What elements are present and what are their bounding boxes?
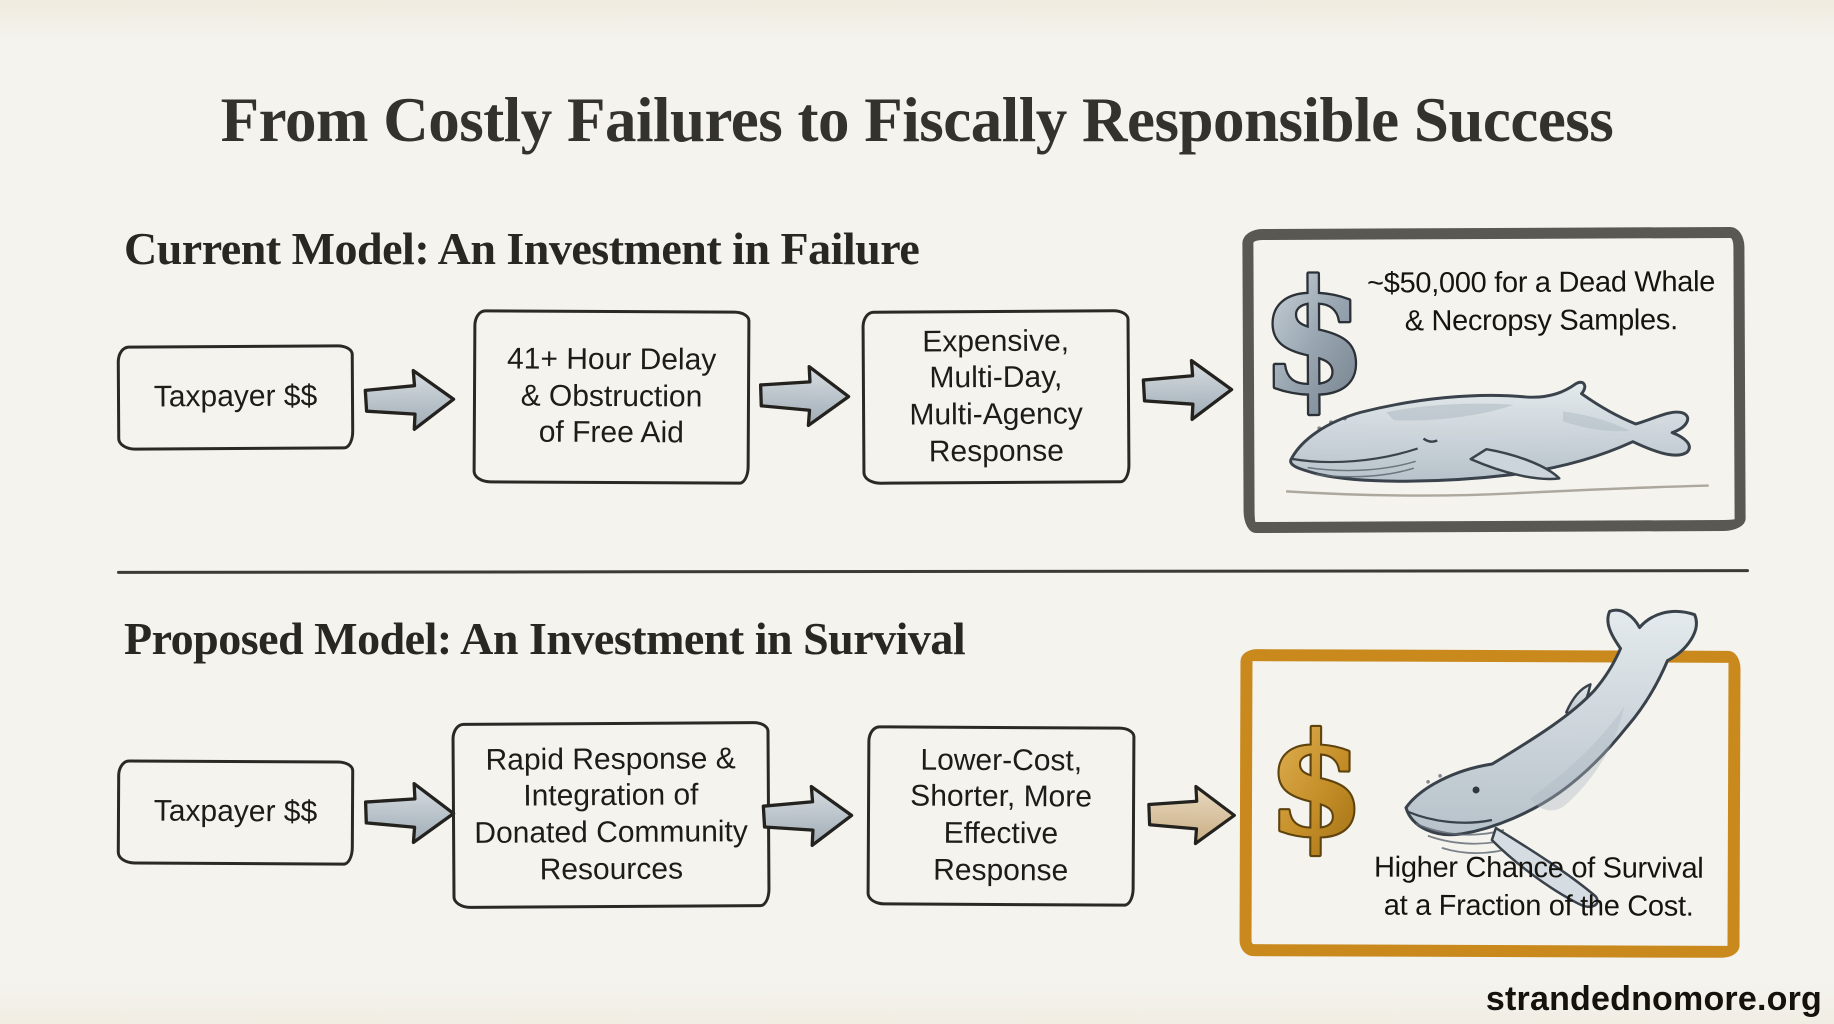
block-arrow-right-icon — [362, 776, 459, 849]
step-label: Taxpayer $$ — [153, 794, 318, 829]
block-arrow-right-icon — [760, 779, 857, 852]
dead-whale-sketch — [1286, 380, 1709, 497]
step-label: Lower-Cost, Shorter, More Effective Resp… — [910, 743, 1093, 887]
section-divider — [116, 569, 1750, 574]
success-outcome-caption: Higher Chance of Survival at a Fraction … — [1374, 851, 1704, 923]
block-arrow-right-icon — [361, 363, 458, 437]
dollar-sign-icon: $ — [1274, 707, 1359, 867]
website-url: strandednomore.org — [1485, 980, 1822, 1018]
proposed-step-box-taxpayer: Taxpayer $$ — [116, 759, 355, 866]
failure-outcome-box: $ ~$50,000 for a Dead Whale & Necropsy S… — [1242, 226, 1746, 534]
dollar-sign-icon: $ — [1267, 254, 1360, 426]
swimming-whale-sketch — [1404, 608, 1698, 908]
page-title: From Costly Failures to Fiscally Respons… — [220, 85, 1614, 155]
failure-outcome-caption: ~$50,000 for a Dead Whale & Necropsy Sam… — [1367, 266, 1716, 338]
block-arrow-right-icon — [1140, 353, 1237, 426]
current-step-box-delay: 41+ Hour Delay & Obstruction of Free Aid — [472, 309, 751, 485]
proposed-step-box-lower-cost: Lower-Cost, Shorter, More Effective Resp… — [866, 725, 1136, 907]
proposed-step-box-rapid-response: Rapid Response & Integration of Donated … — [451, 721, 771, 909]
step-label: Expensive, Multi-Day, Multi-Agency Respo… — [909, 324, 1083, 469]
step-label: Taxpayer $$ — [153, 379, 318, 414]
current-step-box-response: Expensive, Multi-Day, Multi-Agency Respo… — [861, 309, 1131, 485]
section-title-proposed-model: Proposed Model: An Investment in Surviva… — [124, 613, 966, 664]
svg-text:$: $ — [1267, 254, 1360, 426]
svg-text:$: $ — [1274, 707, 1359, 867]
current-step-box-taxpayer: Taxpayer $$ — [116, 344, 355, 451]
step-label: Rapid Response & Integration of Donated … — [474, 742, 748, 887]
step-label: 41+ Hour Delay & Obstruction of Free Aid — [506, 342, 717, 450]
success-outcome-box: $ Higher Chance of Survival at a Fractio… — [1239, 608, 1741, 958]
section-title-current-model: Current Model: An Investment in Failure — [124, 223, 920, 274]
block-arrow-right-tan-icon — [1146, 779, 1239, 852]
block-arrow-right-icon — [757, 359, 854, 432]
